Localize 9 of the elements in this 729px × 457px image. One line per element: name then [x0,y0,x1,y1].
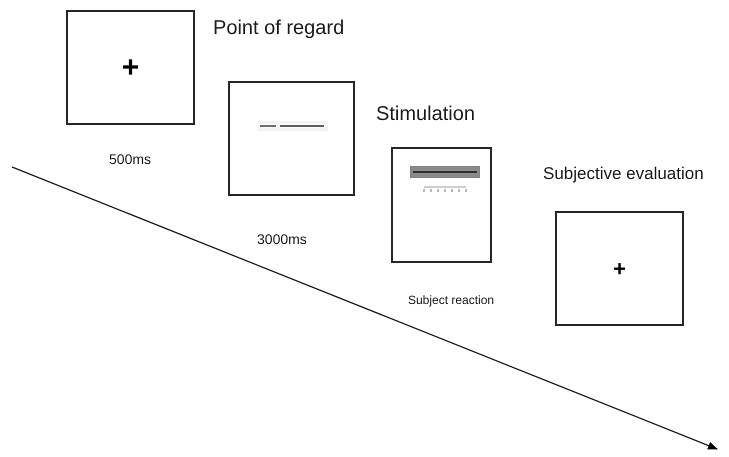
stage-heading: Stimulation [376,102,475,127]
fixation-cross: + [613,258,626,280]
stage-heading: Point of regard [213,16,344,41]
duration-caption: 500ms [109,150,152,169]
stage-heading: Subjective evaluation [543,163,704,185]
duration-caption: Subject reaction [408,292,494,309]
duration-caption: 3000ms [257,230,307,249]
screen-frame [555,211,684,326]
fixation-cross: + [122,52,140,82]
